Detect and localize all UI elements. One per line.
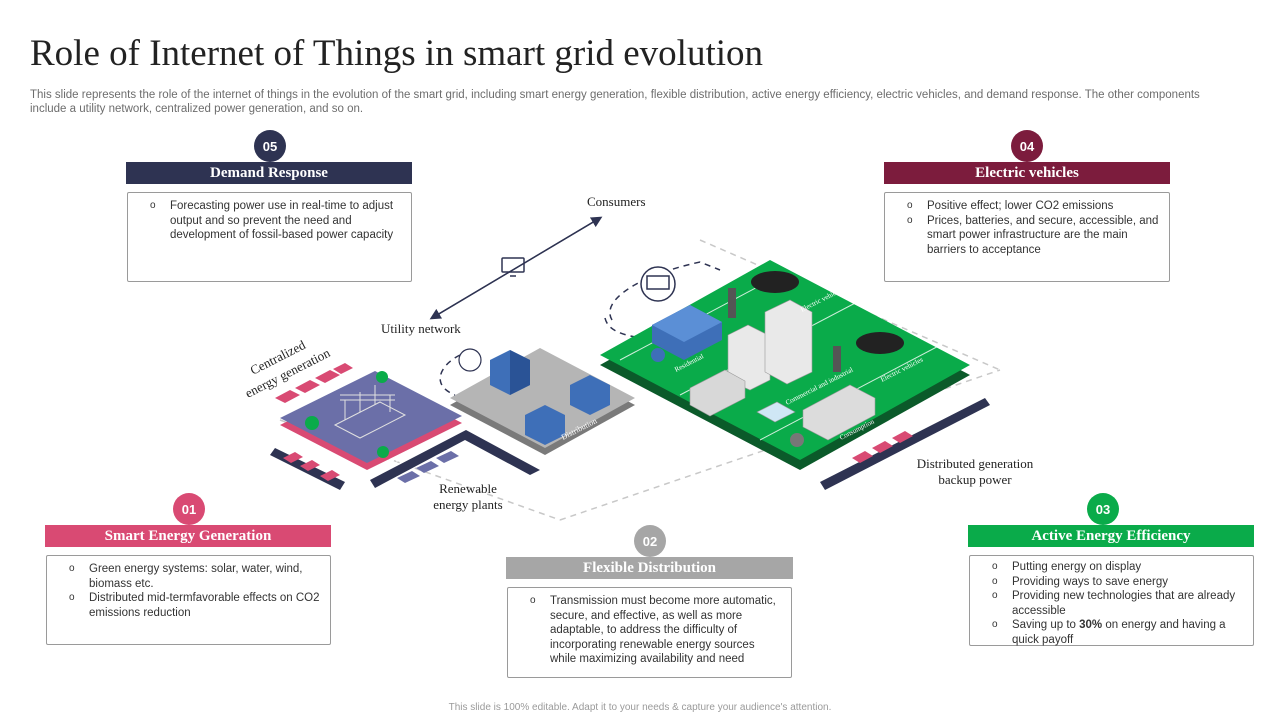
monitor-icon-3 xyxy=(458,348,482,372)
ev-description-box: Positive effect; lower CO2 emissions Pri… xyxy=(884,192,1170,282)
flex-description-box: Transmission must become more automatic,… xyxy=(507,587,792,678)
smart-bullet-1: Green energy systems: solar, water, wind… xyxy=(69,562,320,591)
active-number-badge: 03 xyxy=(1087,493,1119,525)
renewable-label: Renewable energy plants xyxy=(428,481,508,513)
renewable-icons-row xyxy=(397,451,459,483)
smart-number-badge: 01 xyxy=(173,493,205,525)
distributed-line-1: Distributed generation xyxy=(916,456,1034,471)
demand-number-badge: 05 xyxy=(254,130,286,162)
base-strip-middle xyxy=(370,430,540,488)
active-bullet-3: Providing new technologies that are alre… xyxy=(992,589,1243,618)
generation-icons-bottom xyxy=(283,452,340,481)
consumers-label: Consumers xyxy=(587,194,646,209)
flex-title-bar: Flexible Distribution xyxy=(506,557,793,579)
ev-bullet-2: Prices, batteries, and secure, accessibl… xyxy=(907,214,1159,258)
generation-icons-row xyxy=(275,363,353,403)
demand-bullet-1: Forecasting power use in real-time to ad… xyxy=(150,199,401,243)
consumption-buildings xyxy=(652,299,876,441)
page-title: Role of Internet of Things in smart grid… xyxy=(30,33,764,74)
flex-bullet-1: Transmission must become more automatic,… xyxy=(530,594,781,667)
consumption-icons-row xyxy=(852,431,913,463)
smart-description-box: Green energy systems: solar, water, wind… xyxy=(46,555,331,645)
active-title-bar: Active Energy Efficiency xyxy=(968,525,1254,547)
base-strip-right xyxy=(820,398,990,490)
renewable-line-2: energy plants xyxy=(433,497,503,512)
substation-icon xyxy=(333,385,407,439)
ev-number-badge: 04 xyxy=(1011,130,1043,162)
utility-network-label: Utility network xyxy=(381,321,461,336)
tree-icon-2 xyxy=(376,371,388,383)
ev-title-bar: Electric vehicles xyxy=(884,162,1170,184)
monitor-icon-2 xyxy=(640,266,676,302)
active-bullet-4-post: on energy and having a quick payoff xyxy=(1012,619,1226,646)
ev-bullet-1: Positive effect; lower CO2 emissions xyxy=(907,199,1159,214)
active-bullet-4-pre: Saving up to xyxy=(1012,619,1080,631)
demand-description-box: Forecasting power use in real-time to ad… xyxy=(127,192,412,282)
monitor-icon-1 xyxy=(501,257,525,277)
smart-title-bar: Smart Energy Generation xyxy=(45,525,331,547)
footer-note: This slide is 100% editable. Adapt it to… xyxy=(448,702,832,713)
demand-title-bar: Demand Response xyxy=(126,162,412,184)
distribution-buildings xyxy=(490,350,610,445)
ev-cars xyxy=(728,271,904,372)
page-subtitle: This slide represents the role of the in… xyxy=(30,89,1200,115)
renewable-line-1: Renewable xyxy=(439,481,497,496)
active-bullet-4: Saving up to 30% on energy and having a … xyxy=(992,618,1243,647)
active-bullet-1: Putting energy on display xyxy=(992,560,1243,575)
flex-number-badge: 02 xyxy=(634,525,666,557)
distributed-line-2: backup power xyxy=(938,472,1012,487)
active-bullet-2: Providing ways to save energy xyxy=(992,575,1243,590)
generation-platform xyxy=(280,371,462,463)
meter-icon xyxy=(651,348,665,362)
meter-icon-2 xyxy=(790,433,804,447)
active-description-box: Putting energy on display Providing ways… xyxy=(969,555,1254,646)
distributed-label: Distributed generation backup power xyxy=(905,456,1045,488)
smart-bullet-2: Distributed mid-termfavorable effects on… xyxy=(69,591,320,620)
tree-icon-3 xyxy=(377,446,389,458)
active-bullet-4-bold: 30% xyxy=(1079,619,1103,631)
tree-icon-1 xyxy=(305,416,319,430)
